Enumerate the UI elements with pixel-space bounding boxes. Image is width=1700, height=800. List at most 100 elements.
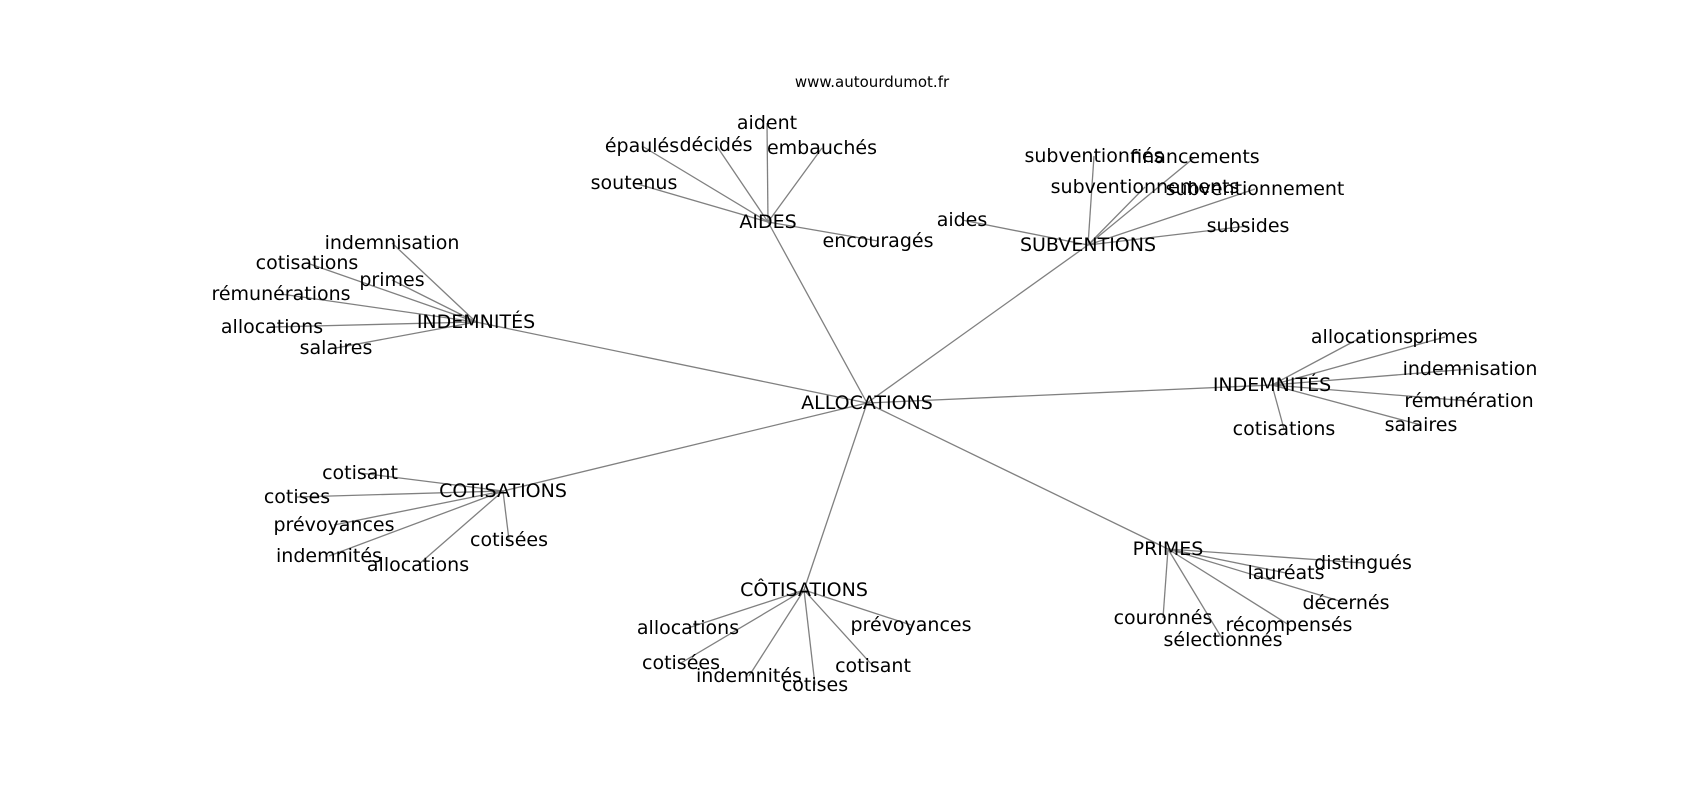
leaf-node-cotisations-bottom-4[interactable]: cotises [782,674,848,696]
leaf-node-cotisations-left-4[interactable]: allocations [367,554,469,576]
leaf-node-indemnites-left-1[interactable]: cotisations [256,252,359,274]
edge-cotisations-left-2 [333,490,504,526]
edge-indemnites-left-4 [271,321,477,328]
graph-labels: www.autourdumot.fr ALLOCATIONS AIDES aiden… [211,73,1537,696]
edge-indemnites-left-5 [335,321,477,349]
leaf-node-indemnites-left-4[interactable]: allocations [221,316,323,338]
leaf-node-cotisations-left-0[interactable]: cotisant [322,462,398,484]
edge-aides-2 [715,144,769,223]
leaf-node-aides-1[interactable]: épaulés [605,135,679,157]
leaf-node-primes-2[interactable]: décernés [1303,592,1390,614]
leaf-node-cotisations-left-5[interactable]: cotisées [470,529,548,551]
edge-center-cotisations-bottom [803,402,868,591]
leaf-node-primes-3[interactable]: couronnés [1114,607,1213,629]
leaf-node-aides-0[interactable]: aident [737,112,797,134]
edge-subventions-1 [1087,156,1196,246]
leaf-node-aides-4[interactable]: soutenus [591,172,678,194]
edge-subventions-3 [1087,188,1256,246]
edge-cotisations-bottom-0 [687,589,805,629]
edge-indemnites-right-5 [1271,384,1422,426]
leaf-node-indemnites-right-3[interactable]: rémunération [1404,390,1533,412]
leaf-node-indemnites-right-5[interactable]: salaires [1385,414,1458,436]
edge-indemnites-left-2 [391,279,477,323]
graph-edges [271,122,1471,686]
leaf-node-subventions-5[interactable]: subsides [1207,215,1290,237]
edge-center-aides [767,221,868,404]
leaf-node-indemnites-left-5[interactable]: salaires [300,337,373,359]
edge-primes-4 [1167,548,1290,626]
leaf-node-cotisations-left-3[interactable]: indemnités [276,545,382,567]
leaf-node-cotisations-bottom-2[interactable]: cotisées [642,652,720,674]
leaf-node-indemnites-left-0[interactable]: indemnisation [325,232,460,254]
cluster-node-indemnites-left[interactable]: INDEMNITÉS [417,310,535,333]
edge-cotisations-left-5 [502,490,510,541]
leaf-node-subventions-3[interactable]: subventionnement [1166,178,1345,200]
edge-cotisations-left-3 [328,490,504,557]
cluster-node-aides[interactable]: AIDES [739,211,796,233]
leaf-node-aides-3[interactable]: embauchés [767,137,877,159]
edge-indemnites-right-3 [1271,384,1470,402]
leaf-node-cotisations-bottom-1[interactable]: prévoyances [851,614,972,636]
edge-cotisations-bottom-1 [803,589,912,626]
edge-indemnites-left-1 [306,262,477,323]
leaf-node-indemnites-right-0[interactable]: allocations [1311,326,1413,348]
leaf-node-indemnites-right-1[interactable]: primes [1412,326,1477,348]
edge-subventions-4 [961,219,1089,246]
edge-indemnites-left-3 [280,293,477,323]
edge-aides-1 [641,145,769,223]
leaf-node-subventions-2[interactable]: subventionnements [1051,176,1240,198]
edge-aides-0 [766,122,769,223]
edge-cotisations-bottom-5 [803,589,874,667]
edge-aides-5 [767,221,879,242]
edge-center-indemnites-left [475,321,868,404]
leaf-node-cotisations-left-1[interactable]: cotises [264,486,330,508]
edge-indemnites-right-1 [1271,336,1446,386]
edge-cotisations-bottom-4 [803,589,816,686]
leaf-node-cotisations-left-2[interactable]: prévoyances [274,514,395,536]
edge-cotisations-left-0 [359,472,504,492]
leaf-node-cotisations-bottom-0[interactable]: allocations [637,617,739,639]
edge-cotisations-bottom-2 [680,589,805,664]
leaf-node-primes-0[interactable]: distingués [1314,552,1412,574]
edge-cotisations-left-4 [417,490,504,566]
leaf-node-subventions-4[interactable]: aides [937,209,988,231]
leaf-node-primes-1[interactable]: lauréats [1247,562,1324,584]
leaf-node-cotisations-bottom-5[interactable]: cotisant [835,655,911,677]
cluster-node-cotisations-left[interactable]: COTISATIONS [439,480,567,502]
leaf-node-indemnites-right-4[interactable]: cotisations [1233,418,1336,440]
cluster-node-cotisations-bottom[interactable]: CÔTISATIONS [740,577,868,601]
leaf-node-primes-4[interactable]: récompensés [1226,614,1353,636]
edge-subventions-2 [1087,186,1146,246]
cluster-node-subventions[interactable]: SUBVENTIONS [1020,234,1156,256]
edge-subventions-0 [1087,155,1095,246]
site-url: www.autourdumot.fr [795,73,950,91]
leaf-node-indemnites-left-2[interactable]: primes [359,269,424,291]
leaf-node-aides-2[interactable]: décidés [679,134,752,156]
center-node-label[interactable]: ALLOCATIONS [801,392,933,414]
edge-subventions-5 [1087,225,1249,246]
edge-indemnites-right-4 [1271,384,1285,430]
edge-indemnites-left-0 [391,242,477,323]
edge-cotisations-left-1 [296,490,504,498]
edge-primes-0 [1167,548,1364,564]
leaf-node-subventions-1[interactable]: financements [1130,146,1259,168]
edge-indemnites-right-0 [1271,336,1363,386]
leaf-node-cotisations-bottom-3[interactable]: indemnités [696,665,802,687]
edge-primes-1 [1167,548,1287,574]
cluster-node-indemnites-right[interactable]: INDEMNITÉS [1213,373,1331,396]
leaf-node-aides-5[interactable]: encouragés [823,230,934,252]
leaf-node-indemnites-left-3[interactable]: rémunérations [211,283,350,305]
leaf-node-primes-5[interactable]: sélectionnés [1163,629,1282,651]
edge-cotisations-bottom-3 [748,589,805,677]
cluster-node-primes[interactable]: PRIMES [1133,538,1204,560]
edge-indemnites-right-2 [1271,368,1471,386]
leaf-node-indemnites-right-2[interactable]: indemnisation [1403,358,1538,380]
edge-center-subventions [866,244,1089,404]
edge-center-primes [866,402,1169,550]
edge-primes-5 [1167,548,1224,641]
edge-center-cotisations-left [502,402,868,492]
edge-primes-3 [1162,548,1169,619]
leaf-node-subventions-0[interactable]: subventionnés [1024,145,1163,167]
edge-primes-2 [1167,548,1347,604]
